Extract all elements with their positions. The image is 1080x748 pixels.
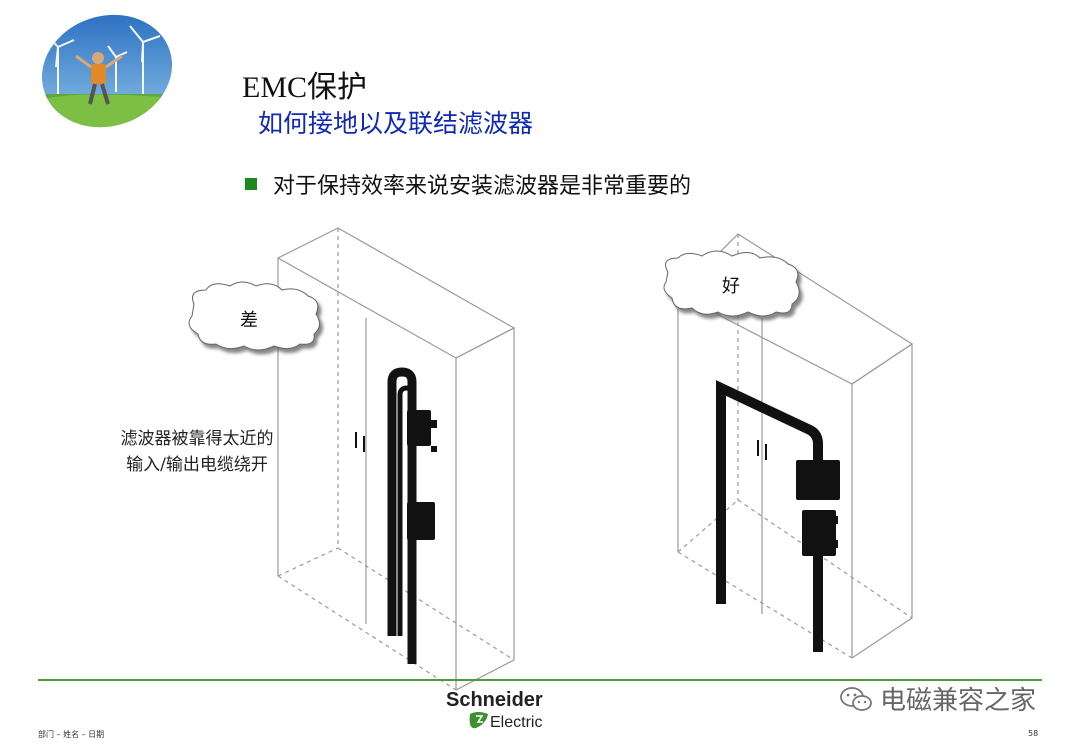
left-diagram-note: 滤波器被靠得太近的 输入/输出电缆绕开 bbox=[102, 426, 292, 478]
left-cloud-callout bbox=[188, 281, 320, 351]
footer-divider bbox=[38, 679, 1042, 681]
watermark-text: 电磁兼容之家 bbox=[880, 686, 1037, 716]
note-line-2: 输入/输出电缆绕开 bbox=[126, 455, 268, 475]
footer-meta: 部门 – 姓名 – 日期 bbox=[38, 730, 105, 739]
right-cloud-callout bbox=[663, 250, 800, 317]
left-cloud-label: 差 bbox=[240, 310, 258, 331]
se-leaf-icon bbox=[469, 712, 488, 729]
left-filter-cables bbox=[387, 367, 417, 664]
bullet-square-icon bbox=[245, 178, 257, 190]
bullet-text: 对于保持效率来说安装滤波器是非常重要的 bbox=[273, 174, 692, 199]
header-photo-logo bbox=[38, 12, 176, 130]
watermark: 电磁兼容之家 bbox=[838, 680, 1036, 717]
bullet-item: 对于保持效率来说安装滤波器是非常重要的 bbox=[245, 168, 691, 200]
left-cabinet bbox=[276, 227, 516, 691]
right-cloud-label: 好 bbox=[722, 276, 740, 297]
wechat-icon bbox=[840, 686, 872, 711]
slide-title: EMC保护 bbox=[242, 71, 368, 104]
brand-top-text: Schneider bbox=[446, 689, 543, 711]
right-filter-boxes bbox=[796, 460, 840, 556]
slide-subtitle: 如何接地以及联结滤波器 bbox=[258, 109, 534, 138]
note-line-1: 滤波器被靠得太近的 bbox=[120, 429, 274, 449]
schneider-electric-logo: Schneider Electric bbox=[446, 689, 543, 731]
left-filter-boxes bbox=[407, 410, 437, 540]
right-filter-cables bbox=[716, 380, 823, 652]
brand-bottom-text: Electric bbox=[490, 714, 542, 731]
page-number: 58 bbox=[1028, 729, 1039, 738]
